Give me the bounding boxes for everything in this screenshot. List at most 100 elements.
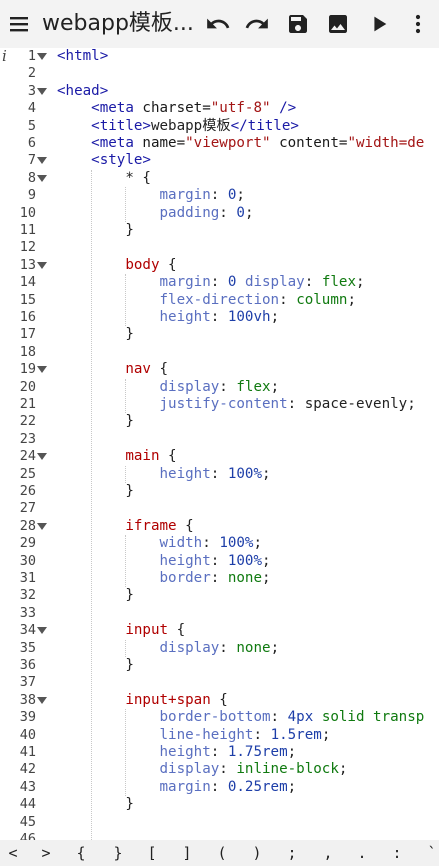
- code-line[interactable]: 8 * {: [0, 170, 439, 187]
- code-line[interactable]: 11 }: [0, 222, 439, 239]
- fold-arrow-icon[interactable]: [37, 157, 47, 165]
- code-line[interactable]: 44 }: [0, 796, 439, 813]
- symbol-key[interactable]: [: [147, 844, 157, 862]
- symbol-key[interactable]: .: [357, 844, 367, 862]
- symbol-key[interactable]: ,: [323, 844, 333, 862]
- save-icon[interactable]: [282, 0, 314, 48]
- line-number: 15: [19, 291, 36, 308]
- fold-arrow-icon[interactable]: [37, 366, 47, 374]
- code-line[interactable]: 32 }: [0, 587, 439, 604]
- code-line[interactable]: 5 <title>webapp模板</title>: [0, 118, 439, 135]
- code-line[interactable]: 30 height: 100%;: [0, 553, 439, 570]
- symbol-key[interactable]: }: [113, 844, 123, 862]
- code-text: }: [57, 222, 134, 239]
- code-line[interactable]: 7 <style>: [0, 152, 439, 169]
- image-icon[interactable]: [322, 0, 354, 48]
- code-line[interactable]: 6 <meta name="viewport" content="width=d…: [0, 135, 439, 152]
- code-line[interactable]: 40 line-height: 1.5rem;: [0, 727, 439, 744]
- code-token: ;: [347, 291, 356, 308]
- code-line[interactable]: 29 width: 100%;: [0, 535, 439, 552]
- code-line[interactable]: 34 input {: [0, 622, 439, 639]
- menu-icon[interactable]: [2, 0, 36, 48]
- code-token: ;: [244, 204, 254, 221]
- symbol-key[interactable]: {: [76, 844, 86, 862]
- symbol-key[interactable]: >: [41, 844, 51, 862]
- fold-arrow-icon[interactable]: [37, 627, 47, 635]
- code-line[interactable]: 15 flex-direction: column;: [0, 292, 439, 309]
- code-line[interactable]: 35 display: none;: [0, 640, 439, 657]
- run-icon[interactable]: [363, 0, 395, 48]
- code-text: }: [57, 483, 134, 500]
- line-number: 18: [19, 343, 36, 360]
- code-line[interactable]: 42 display: inline-block;: [0, 761, 439, 778]
- symbol-key[interactable]: <: [8, 844, 18, 862]
- info-marker[interactable]: i: [2, 48, 7, 65]
- code-line[interactable]: 33: [0, 605, 439, 622]
- code-token: ;: [253, 535, 263, 552]
- code-line[interactable]: 20 display: flex;: [0, 379, 439, 396]
- code-token: =: [338, 135, 348, 151]
- code-line[interactable]: 39 border-bottom: 4px solid transp: [0, 709, 439, 726]
- code-line[interactable]: 2: [0, 65, 439, 82]
- code-token: flex-direction: [159, 291, 280, 308]
- code-line[interactable]: 24 main {: [0, 448, 439, 465]
- fold-arrow-icon[interactable]: [37, 522, 47, 530]
- code-line[interactable]: 46: [0, 831, 439, 840]
- code-line[interactable]: 16 height: 100vh;: [0, 309, 439, 326]
- symbol-key[interactable]: (: [217, 844, 227, 862]
- fold-arrow-icon[interactable]: [37, 696, 47, 704]
- code-line[interactable]: 25 height: 100%;: [0, 466, 439, 483]
- symbol-key[interactable]: ): [252, 844, 262, 862]
- code-token: :: [210, 552, 228, 569]
- code-line[interactable]: 38 input+span {: [0, 692, 439, 709]
- symbol-key[interactable]: :: [392, 844, 402, 862]
- code-line[interactable]: 41 height: 1.75rem;: [0, 744, 439, 761]
- fold-arrow-icon[interactable]: [37, 453, 47, 461]
- fold-arrow-icon[interactable]: [37, 53, 47, 60]
- code-line[interactable]: 26 }: [0, 483, 439, 500]
- code-token: {: [210, 691, 228, 708]
- code-line[interactable]: 18: [0, 344, 439, 361]
- code-line[interactable]: 9 margin: 0;: [0, 187, 439, 204]
- code-line[interactable]: 17 }: [0, 326, 439, 343]
- code-line[interactable]: 10 padding: 0;: [0, 205, 439, 222]
- code-token: [57, 709, 160, 725]
- code-line[interactable]: 43 margin: 0.25rem;: [0, 779, 439, 796]
- symbol-key[interactable]: ]: [182, 844, 192, 862]
- fold-arrow-icon[interactable]: [37, 174, 47, 182]
- code-token: [57, 744, 160, 760]
- line-number: 26: [19, 483, 36, 499]
- code-line[interactable]: 22 }: [0, 413, 439, 430]
- code-line[interactable]: 23: [0, 431, 439, 448]
- code-token: line-height: [159, 726, 254, 743]
- code-token: [57, 274, 160, 290]
- fold-arrow-icon[interactable]: [37, 87, 47, 95]
- code-token: ;: [356, 274, 365, 291]
- code-line[interactable]: 27: [0, 500, 439, 517]
- symbol-key[interactable]: ;: [287, 844, 297, 862]
- code-line[interactable]: 28 iframe {: [0, 518, 439, 535]
- code-line[interactable]: 12: [0, 239, 439, 256]
- symbol-key[interactable]: `: [427, 844, 437, 862]
- code-line[interactable]: 1<html>: [0, 48, 439, 65]
- code-line[interactable]: 4 <meta charset="utf-8" />: [0, 100, 439, 117]
- code-token: }: [57, 587, 134, 604]
- code-token: ;: [287, 778, 297, 795]
- code-line[interactable]: 36 }: [0, 657, 439, 674]
- code-line[interactable]: 37: [0, 674, 439, 691]
- code-token: {: [159, 448, 177, 465]
- code-line[interactable]: 21 justify-content: space-evenly;: [0, 396, 439, 413]
- code-line[interactable]: 14 margin: 0 display: flex;: [0, 274, 439, 291]
- line-number: 45: [19, 813, 36, 830]
- redo-icon[interactable]: [240, 0, 274, 48]
- more-vert-icon[interactable]: [403, 0, 433, 48]
- code-text: height: 100%;: [57, 553, 271, 570]
- code-line[interactable]: 31 border: none;: [0, 570, 439, 587]
- code-line[interactable]: 3<head>: [0, 83, 439, 100]
- code-line[interactable]: 19 nav {: [0, 361, 439, 378]
- code-line[interactable]: 45: [0, 814, 439, 831]
- undo-icon[interactable]: [202, 0, 234, 48]
- fold-arrow-icon[interactable]: [37, 261, 47, 269]
- code-line[interactable]: 13 body {: [0, 257, 439, 274]
